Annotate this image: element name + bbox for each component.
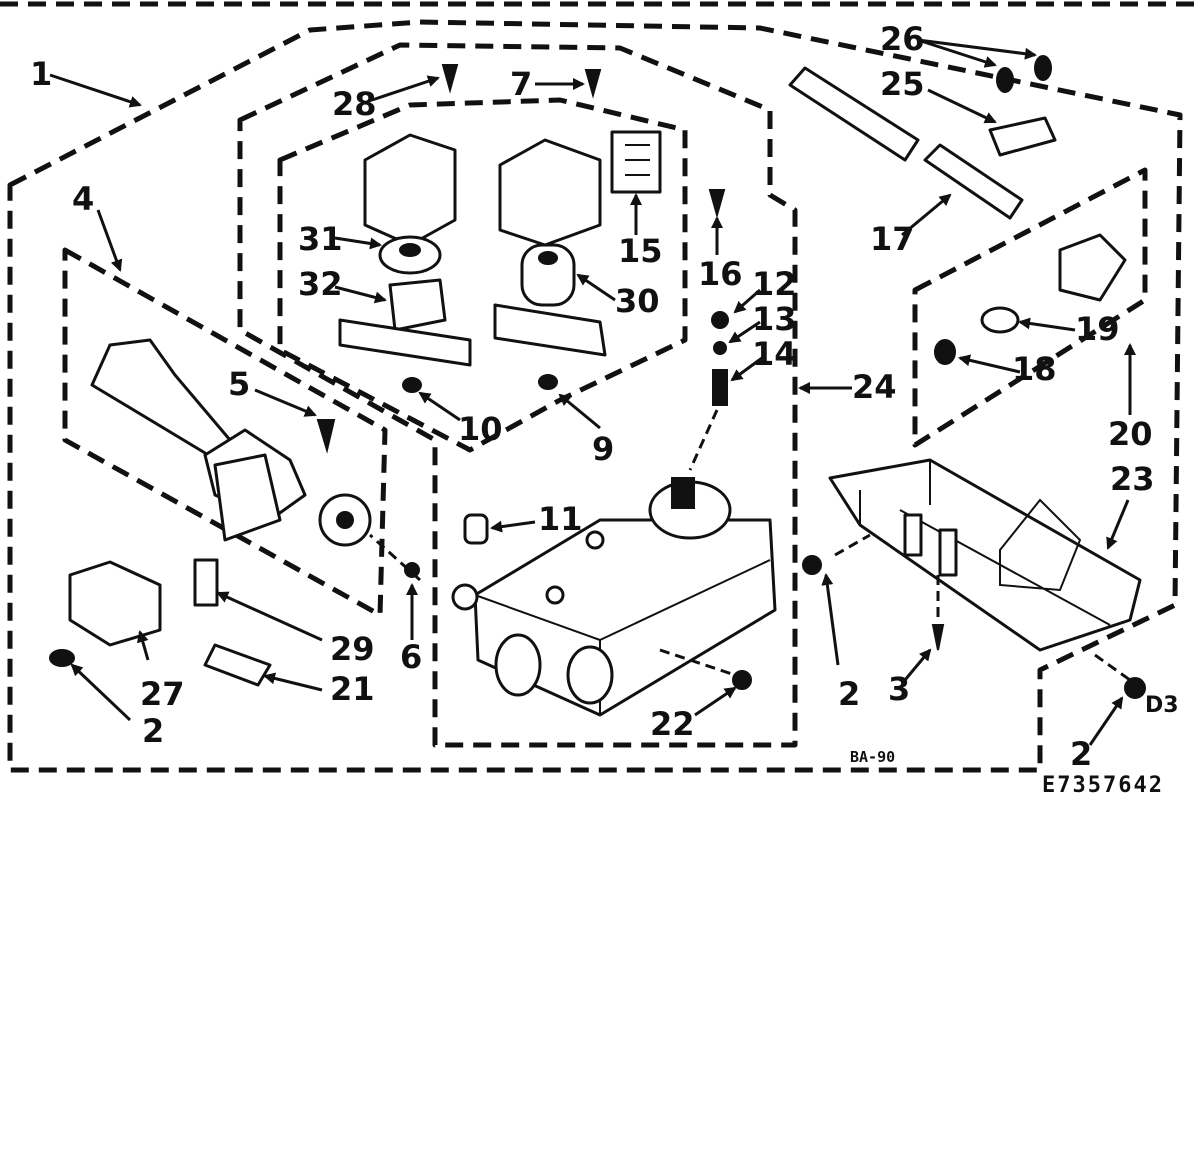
callout-6: 6 — [400, 638, 422, 676]
callout-2-right: 2 — [1070, 735, 1092, 773]
callout-25: 25 — [880, 65, 925, 103]
callout-12: 12 — [752, 265, 797, 303]
view-code: BA-90 — [850, 748, 895, 766]
valve-coil-30 — [493, 130, 662, 357]
callout-24: 24 — [852, 368, 897, 406]
callout-3: 3 — [888, 670, 910, 708]
callout-28: 28 — [332, 85, 377, 123]
callout-15: 15 — [618, 232, 663, 270]
callout-29: 29 — [330, 630, 375, 668]
callout-18: 18 — [1012, 350, 1057, 388]
valve-boundary — [277, 97, 688, 453]
callout-labels: 1 4 5 28 7 26 25 17 31 32 15 16 30 12 13… — [30, 20, 1179, 773]
bracket-boundary — [237, 42, 798, 748]
callout-13: 13 — [752, 300, 797, 338]
drawing-number: E7357642 — [1042, 773, 1164, 798]
igniter-assembly — [90, 338, 372, 547]
small-parts — [49, 55, 1146, 699]
callout-11: 11 — [538, 500, 583, 538]
callout-23: 23 — [1110, 460, 1155, 498]
callout-19: 19 — [1075, 310, 1120, 348]
mounting-bracket-23 — [828, 458, 1142, 652]
leader-lines — [49, 38, 1136, 746]
burner-boundary-20 — [912, 167, 1148, 448]
callout-31: 31 — [298, 220, 343, 258]
callout-5: 5 — [228, 365, 250, 403]
callout-d3: D3 — [1145, 693, 1179, 718]
callout-32: 32 — [298, 265, 343, 303]
callout-20: 20 — [1108, 415, 1153, 453]
valve-coil-31-32 — [338, 133, 472, 367]
callout-17: 17 — [870, 220, 915, 258]
assembly-boundary-1 — [7, 19, 1183, 773]
callout-4: 4 — [72, 180, 94, 218]
gas-valve-body — [451, 477, 777, 717]
callout-2-center: 2 — [838, 675, 860, 713]
callout-16: 16 — [698, 255, 743, 293]
callout-2-left: 2 — [142, 712, 164, 750]
callout-1: 1 — [30, 55, 52, 93]
callout-10: 10 — [458, 410, 503, 448]
callout-30: 30 — [615, 282, 660, 320]
callout-26: 26 — [880, 20, 925, 58]
callout-21: 21 — [330, 670, 375, 708]
callout-27: 27 — [140, 675, 185, 713]
callout-14: 14 — [752, 335, 797, 373]
callout-22: 22 — [650, 705, 695, 743]
callout-7: 7 — [510, 65, 532, 103]
callout-9: 9 — [592, 430, 614, 468]
